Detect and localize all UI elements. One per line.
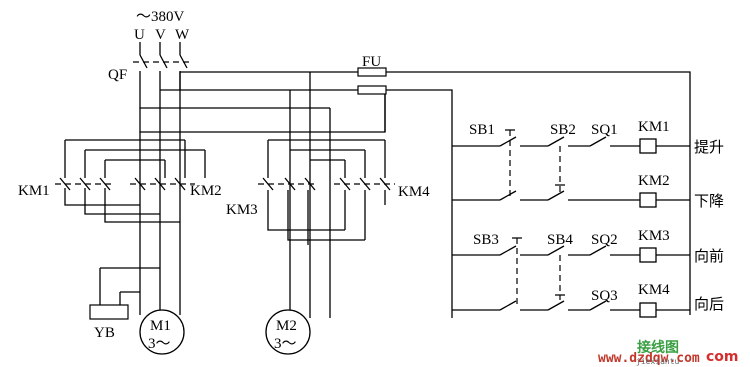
phase-w-label: W	[175, 27, 190, 43]
watermark-site: jiexiantu	[636, 357, 680, 366]
breaker-label: QF	[108, 67, 127, 83]
function-label-reverse: 向后	[694, 295, 724, 313]
km1-label: KM1	[18, 183, 50, 199]
km3-label: KM3	[226, 202, 258, 218]
control-row-hoist	[452, 136, 690, 147]
km4-label: KM4	[398, 184, 430, 200]
coil-label-km4: KM4	[638, 282, 670, 298]
sb1-label: SB1	[469, 122, 495, 138]
sb4-label: SB4	[547, 232, 573, 248]
control-row-lower	[452, 190, 690, 201]
function-label-hoist: 提升	[694, 138, 724, 156]
m1-reversing-contacts	[55, 139, 206, 223]
pushbutton-interlocks	[505, 129, 565, 304]
sq3-label: SQ3	[591, 288, 618, 304]
coil-label-km1: KM1	[638, 119, 670, 135]
function-label-forward: 向前	[694, 247, 724, 265]
motor-m2	[265, 309, 311, 355]
fuse-fu	[357, 67, 453, 318]
motor1-phase: 3～	[148, 336, 171, 352]
control-row-forward	[452, 245, 690, 256]
motor1-name: M1	[150, 318, 171, 334]
phase-v-label: V	[155, 27, 166, 43]
watermark-suffix: com	[706, 349, 739, 365]
brake-label: YB	[94, 325, 115, 341]
motor2-name: M2	[276, 318, 297, 334]
control-row-reverse	[452, 300, 690, 311]
m2-reversing-contacts	[258, 139, 395, 245]
motor2-phase: 3～	[274, 336, 297, 352]
phase-u-label: U	[134, 27, 145, 43]
coil-label-km3: KM3	[638, 228, 670, 244]
supply-voltage-label: ～380V	[136, 9, 185, 25]
watermark-brand: 接线图	[637, 339, 679, 356]
breaker-qf	[133, 42, 190, 90]
sb2-label: SB2	[550, 122, 576, 138]
coil-label-km2: KM2	[638, 173, 670, 189]
watermark: 接线图 www.dzdqw.com jiexiantu com	[598, 339, 739, 366]
sq1-label: SQ1	[591, 122, 618, 138]
contactor-coils	[639, 138, 657, 318]
sb3-label: SB3	[473, 232, 499, 248]
fuse-label: FU	[362, 54, 381, 70]
sq2-label: SQ2	[591, 232, 618, 248]
km2-label: KM2	[190, 183, 222, 199]
function-label-lower: 下降	[694, 192, 724, 210]
motor-m1	[139, 309, 185, 355]
watermark-url: www.dzdqw.com	[598, 351, 700, 366]
brake-yb	[89, 267, 160, 320]
phase-buses	[139, 71, 691, 318]
